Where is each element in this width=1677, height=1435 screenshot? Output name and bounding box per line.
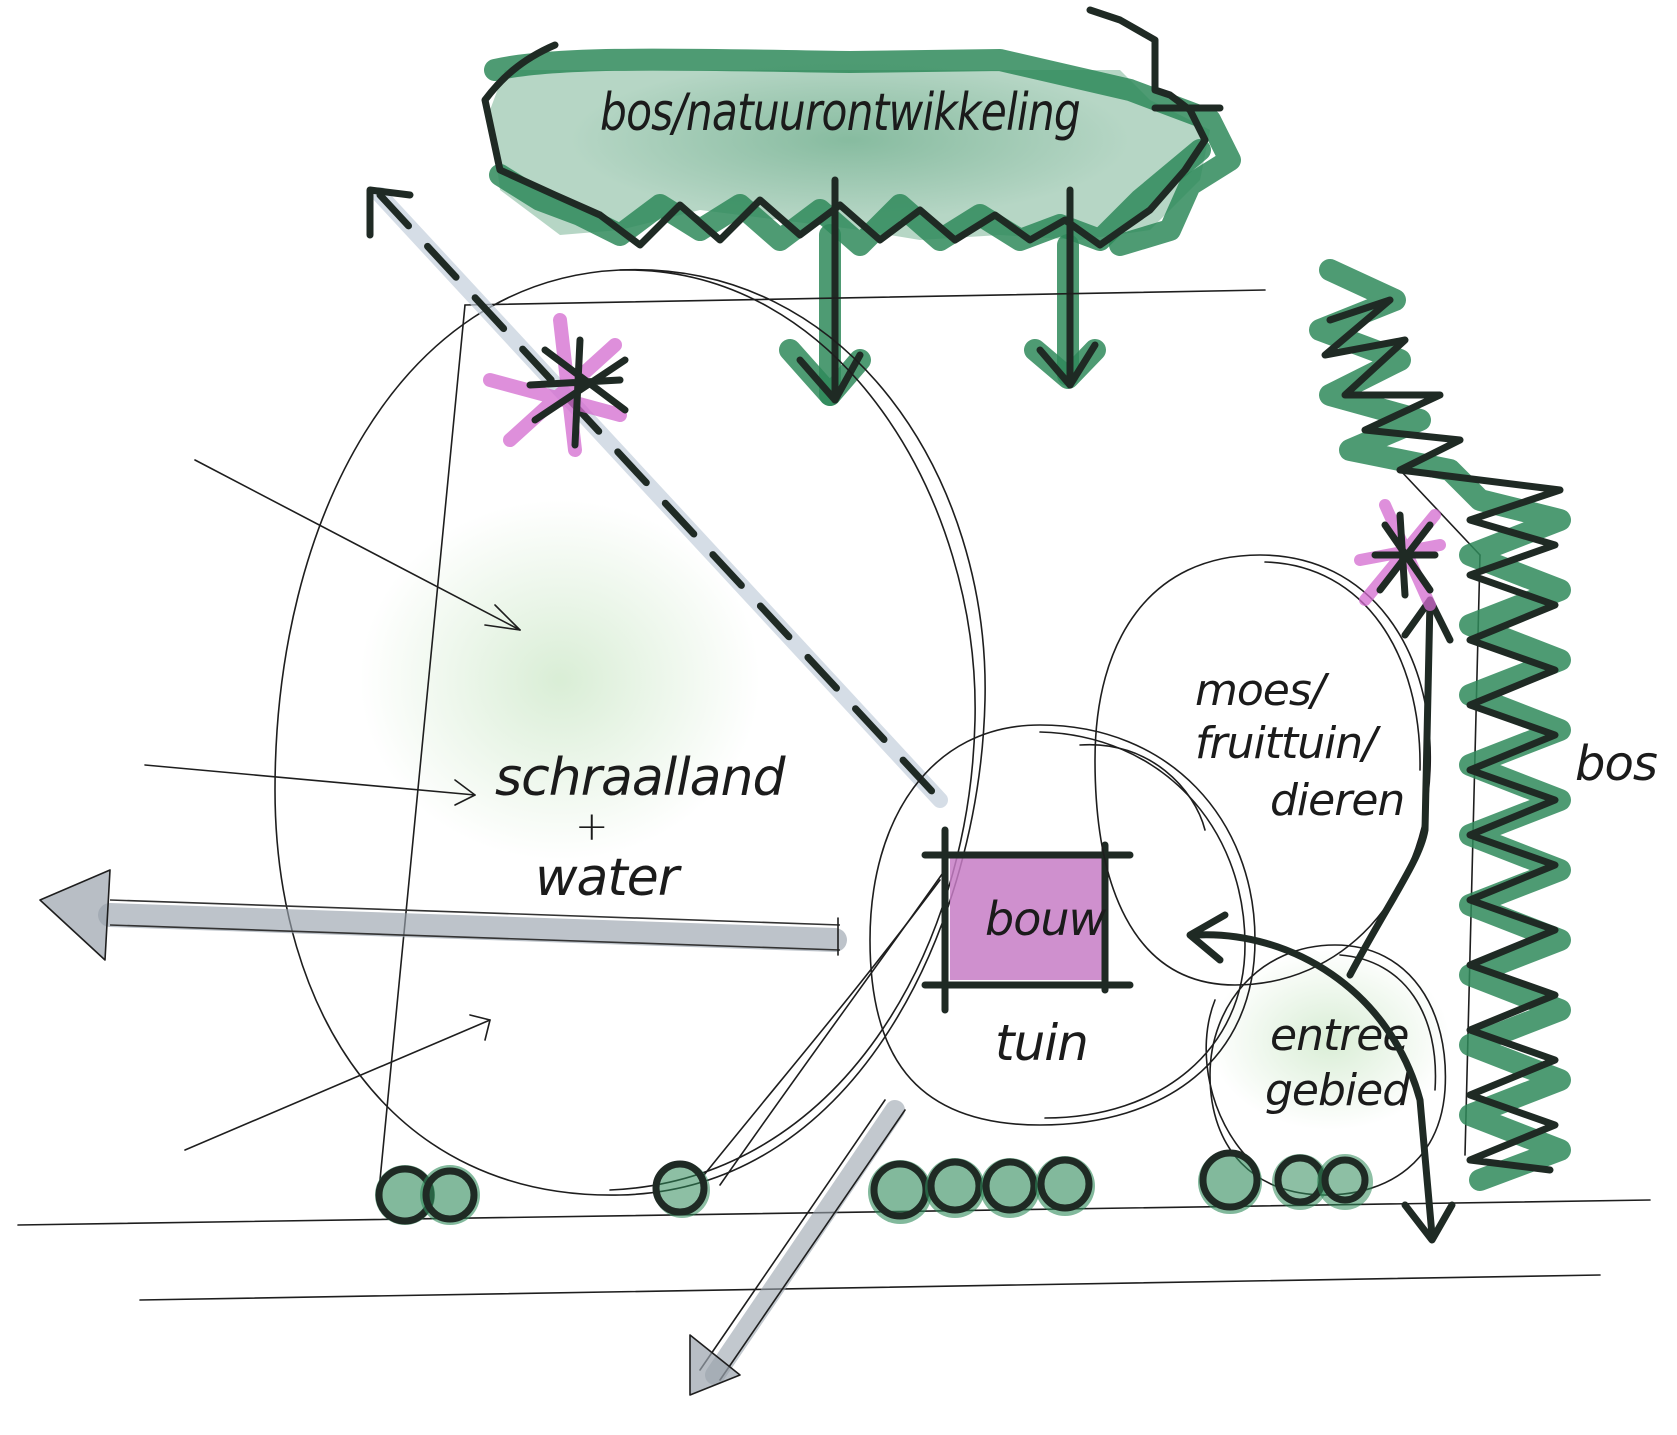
meadow-wash bbox=[360, 500, 760, 860]
building-fill bbox=[950, 855, 1105, 980]
meadow-zone: schraalland + water bbox=[144, 269, 986, 1196]
entrance-zone: entree gebied bbox=[1205, 944, 1447, 1196]
forest-development-label: bos/natuurontwikkeling bbox=[600, 83, 1080, 143]
forest-east-label: bos bbox=[1575, 736, 1657, 792]
tree bbox=[652, 1160, 710, 1218]
orchard-label-line2: fruittuin/ bbox=[1195, 718, 1381, 769]
entrance-label-line2: gebied bbox=[1265, 1065, 1411, 1116]
building-block: bouw bbox=[921, 826, 1134, 1014]
tree bbox=[925, 1158, 985, 1218]
access-arrows bbox=[1186, 596, 1456, 1244]
entrance-label-line1: entree bbox=[1270, 1010, 1408, 1061]
tree bbox=[1317, 1154, 1373, 1210]
view-axis bbox=[366, 186, 948, 808]
meadow-label-line3: water bbox=[535, 848, 683, 908]
forest-development-zone: bos/natuurontwikkeling bbox=[481, 6, 1241, 406]
forest-east-strip: bos bbox=[1309, 259, 1658, 1191]
view-star-west bbox=[483, 313, 629, 457]
tree bbox=[1035, 1156, 1095, 1216]
parcel-lines bbox=[17, 289, 1651, 1301]
orchard-zone: moes/ fruittuin/ dieren bbox=[1079, 554, 1432, 986]
tree bbox=[868, 1160, 932, 1224]
tree bbox=[1198, 1149, 1262, 1214]
building-label: bouw bbox=[985, 892, 1106, 946]
garden-label: tuin bbox=[995, 1014, 1088, 1072]
garden-zone: tuin bbox=[699, 724, 1256, 1186]
view-arrow-south bbox=[689, 1099, 906, 1396]
meadow-label-line2: + bbox=[575, 804, 608, 850]
orchard-label-line3: dieren bbox=[1270, 775, 1404, 826]
orchard-label-line1: moes/ bbox=[1195, 665, 1330, 716]
tree bbox=[980, 1158, 1040, 1218]
entrance-wash bbox=[1210, 950, 1450, 1130]
meadow-label-line1: schraalland bbox=[495, 748, 786, 808]
tree-row bbox=[375, 1149, 1373, 1225]
view-star-east bbox=[1354, 499, 1446, 611]
tree bbox=[420, 1165, 480, 1225]
view-arrow-west bbox=[39, 869, 847, 961]
